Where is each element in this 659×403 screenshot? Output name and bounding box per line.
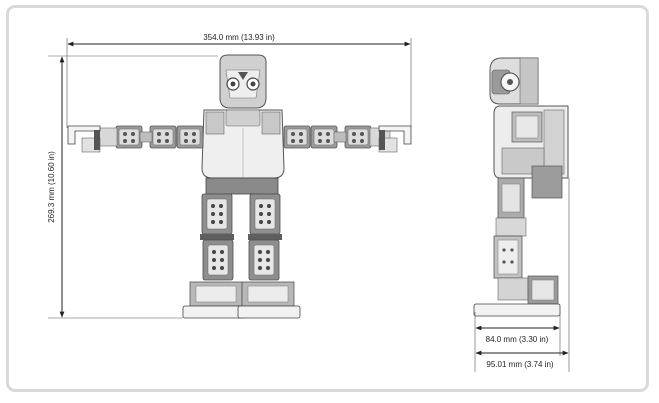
side-view: 84.0 mm (3.30 in) 95.01 mm (3.74 in) xyxy=(473,57,570,372)
robot-left-arm xyxy=(67,125,204,153)
robot-side-head xyxy=(489,57,539,105)
depth-dimension-label: 84.0 mm (3.30 in) xyxy=(486,335,549,344)
width-dimension-label: 354.0 mm (13.93 in) xyxy=(203,33,275,42)
robot-torso xyxy=(201,109,285,179)
robot-right-leg xyxy=(237,193,301,319)
robot-right-arm xyxy=(283,125,412,153)
total-depth-dimension-label: 95.01 mm (3.74 in) xyxy=(486,360,553,369)
robot-hips xyxy=(205,177,279,195)
height-dimension-label: 269.3 mm (10.60 in) xyxy=(47,151,56,223)
robot-left-leg xyxy=(182,193,246,319)
robot-side-legs xyxy=(473,177,561,317)
robot-side-torso xyxy=(493,105,569,199)
robot-head xyxy=(219,54,267,109)
front-view: 354.0 mm (13.93 in) 269.3 mm (10.60 in) xyxy=(47,33,412,319)
